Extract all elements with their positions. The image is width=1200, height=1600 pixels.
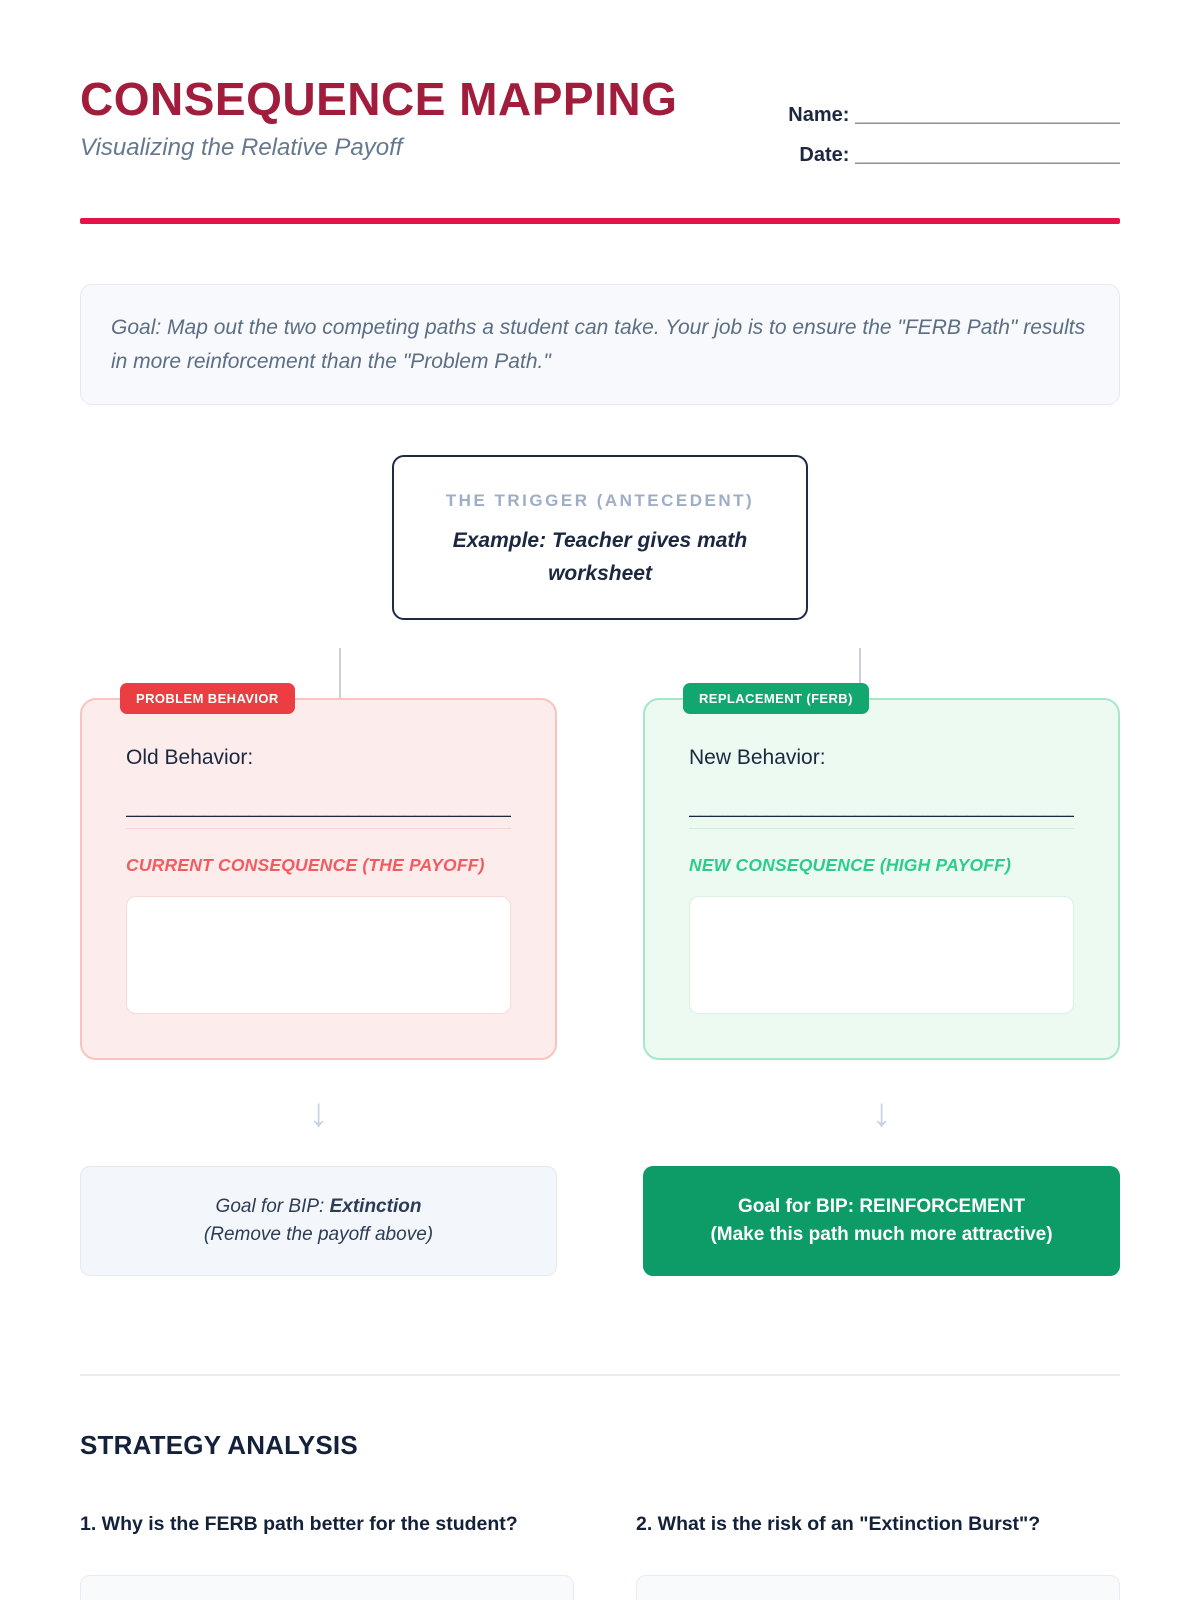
question-2-block: 2. What is the risk of an "Extinction Bu… bbox=[636, 1511, 1120, 1600]
replacement-badge: REPLACEMENT (FERB) bbox=[683, 683, 869, 715]
question-1-block: 1. Why is the FERB path better for the s… bbox=[80, 1511, 574, 1600]
new-consequence-write-box[interactable] bbox=[689, 896, 1074, 1015]
reinforcement-goal-line2: (Make this path much more attractive) bbox=[710, 1224, 1053, 1246]
new-consequence-label: NEW CONSEQUENCE (HIGH PAYOFF) bbox=[689, 855, 1012, 876]
down-arrow-icon: ↓ bbox=[308, 1091, 329, 1136]
date-blank-field[interactable]: ________________________ bbox=[855, 144, 1120, 166]
extinction-goal-note: (Remove the payoff above) bbox=[203, 1224, 434, 1246]
extinction-goal-emphasis: Extinction bbox=[329, 1196, 422, 1218]
connector-line-left bbox=[339, 648, 341, 699]
question-1-label: 1. Why is the FERB path better for the s… bbox=[80, 1513, 518, 1536]
current-consequence-write-box[interactable] bbox=[126, 896, 511, 1015]
goal-boxes-row: Goal for BIP: Extinction (Remove the pay… bbox=[80, 1166, 1120, 1277]
ferb-path-card: REPLACEMENT (FERB) New Behavior: _______… bbox=[643, 683, 1120, 1061]
page-subtitle: Visualizing the Relative Payoff bbox=[80, 134, 403, 161]
trigger-example: Example: Teacher gives math worksheet bbox=[452, 529, 748, 585]
connector-line-right bbox=[859, 648, 861, 699]
goal-note: Goal: Map out the two competing paths a … bbox=[80, 284, 1120, 406]
name-date-block: Name: ________________________ Date: ___… bbox=[788, 74, 1120, 182]
question-1-answer-box[interactable] bbox=[80, 1575, 574, 1600]
problem-badge: PROBLEM BEHAVIOR bbox=[120, 683, 295, 715]
new-behavior-blank-field[interactable]: ___________________________________ bbox=[689, 796, 1074, 819]
arrows-row: ↓ ↓ bbox=[80, 1060, 1120, 1166]
header-accent-rule bbox=[80, 218, 1120, 224]
ferb-card-divider bbox=[689, 828, 1074, 830]
questions-grid: 1. Why is the FERB path better for the s… bbox=[80, 1511, 1120, 1600]
name-row: Name: ________________________ bbox=[788, 102, 1120, 128]
header-titles: CONSEQUENCE MAPPING Visualizing the Rela… bbox=[80, 74, 677, 162]
path-cards-row: PROBLEM BEHAVIOR Old Behavior: _________… bbox=[80, 683, 1120, 1061]
name-blank-field[interactable]: ________________________ bbox=[855, 104, 1120, 126]
old-behavior-blank-field[interactable]: ___________________________________ bbox=[126, 796, 511, 819]
reinforcement-goal-box: Goal for BIP: REINFORCEMENT (Make this p… bbox=[643, 1166, 1120, 1277]
reinforcement-goal-line1: Goal for BIP: REINFORCEMENT bbox=[737, 1196, 1026, 1218]
date-row: Date: ________________________ bbox=[788, 142, 1120, 168]
date-label: Date: bbox=[799, 144, 850, 166]
extinction-goal-prefix: Goal for BIP: bbox=[215, 1196, 330, 1218]
old-behavior-label: Old Behavior: bbox=[126, 746, 254, 770]
trigger-label: THE TRIGGER (ANTECEDENT) bbox=[445, 491, 755, 511]
trigger-box: THE TRIGGER (ANTECEDENT) Example: Teache… bbox=[392, 455, 808, 621]
header: CONSEQUENCE MAPPING Visualizing the Rela… bbox=[80, 0, 1120, 182]
extinction-goal-line: Goal for BIP: Extinction bbox=[101, 1193, 536, 1221]
question-2-label: 2. What is the risk of an "Extinction Bu… bbox=[636, 1513, 1041, 1536]
section-divider bbox=[80, 1374, 1120, 1377]
new-behavior-label: New Behavior: bbox=[689, 746, 826, 770]
down-arrow-icon: ↓ bbox=[871, 1091, 892, 1136]
problem-path-card: PROBLEM BEHAVIOR Old Behavior: _________… bbox=[80, 683, 557, 1061]
name-label: Name: bbox=[788, 104, 850, 126]
extinction-goal-box: Goal for BIP: Extinction (Remove the pay… bbox=[80, 1166, 557, 1277]
problem-card-divider bbox=[126, 828, 511, 830]
connector-area bbox=[80, 620, 1120, 699]
question-2-answer-box[interactable] bbox=[636, 1575, 1120, 1600]
page-title: CONSEQUENCE MAPPING bbox=[80, 73, 678, 125]
goal-note-text: Goal: Map out the two competing paths a … bbox=[111, 316, 1086, 373]
strategy-analysis-heading: STRATEGY ANALYSIS bbox=[80, 1430, 358, 1461]
current-consequence-label: CURRENT CONSEQUENCE (THE PAYOFF) bbox=[126, 855, 485, 876]
